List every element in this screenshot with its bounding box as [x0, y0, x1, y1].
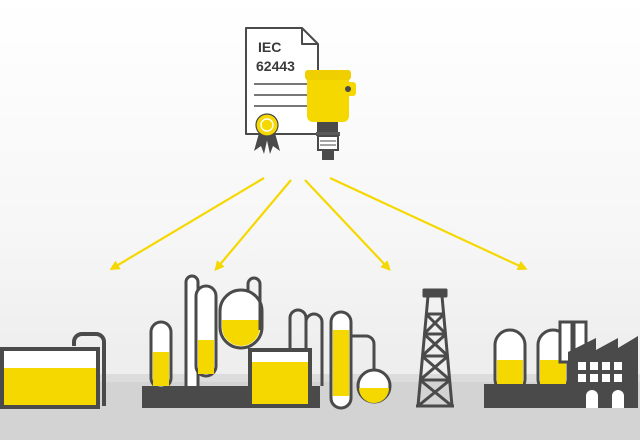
- certificate-title-line2: 62443: [256, 58, 295, 74]
- arrow-to-tank: [109, 177, 265, 271]
- arrow-to-factory: [329, 177, 528, 271]
- certificate-title-line1: IEC: [258, 39, 281, 55]
- arrow-to-oil-derrick: [304, 179, 391, 271]
- factory-icon: [484, 320, 638, 408]
- tank-icon: [0, 332, 106, 409]
- arrows: [109, 177, 528, 272]
- refinery-icon: [142, 274, 392, 410]
- oil-derrick-icon: [416, 288, 454, 408]
- sensor-device-icon: [305, 70, 356, 160]
- seal-icon: [254, 113, 280, 154]
- certificate-icon: IEC 62443: [245, 27, 319, 135]
- arrow-to-refinery: [214, 179, 292, 272]
